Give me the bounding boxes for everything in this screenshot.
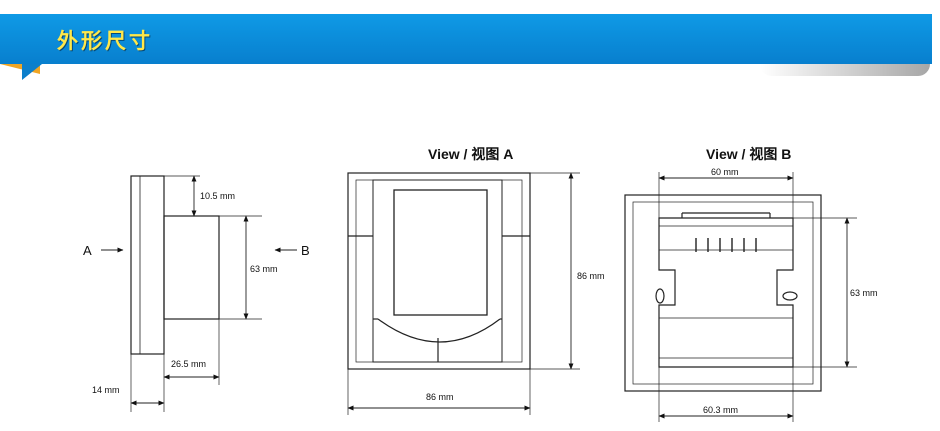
section-banner: 外形尺寸: [0, 14, 932, 64]
side-label-a: A: [83, 243, 92, 258]
view-b-dim-height: 63 mm: [850, 288, 878, 298]
banner-corner-fold: [0, 64, 40, 74]
view-a-dim-width: 86 mm: [426, 392, 454, 402]
view-b-outer-frame: [624, 194, 822, 392]
view-b-dim-bottom: 60.3 mm: [703, 405, 738, 415]
view-b-screw-hole-left: [655, 288, 665, 304]
side-body: [163, 215, 220, 320]
view-b-terminal-pins: [695, 238, 757, 252]
side-dim-depth: 26.5 mm: [171, 359, 206, 369]
view-a-drawing: [347, 172, 580, 415]
banner-corner-arrow: [22, 64, 42, 80]
view-a-display: [393, 189, 488, 316]
side-view: [101, 175, 297, 412]
view-a-dim-height: 86 mm: [577, 271, 605, 281]
view-b-drawing: [624, 172, 857, 422]
side-front-plate: [130, 175, 165, 355]
side-dim-top: 10.5 mm: [200, 191, 235, 201]
view-a-title: View / 视图 A: [428, 146, 514, 162]
view-b-dim-top: 60 mm: [711, 167, 739, 177]
side-dim-height: 63 mm: [250, 264, 278, 274]
view-b-title: View / 视图 B: [706, 146, 792, 162]
view-a-outer-frame: [347, 172, 531, 370]
view-a-button-arc: [377, 318, 501, 343]
view-b-screw-hole-right: [782, 291, 798, 301]
section-title: 外形尺寸: [57, 29, 153, 53]
side-label-b: B: [301, 243, 310, 258]
view-b-body: [658, 217, 794, 368]
banner-shadow: [760, 64, 930, 76]
view-a-face: [372, 179, 503, 363]
side-dim-front: 14 mm: [92, 385, 120, 395]
